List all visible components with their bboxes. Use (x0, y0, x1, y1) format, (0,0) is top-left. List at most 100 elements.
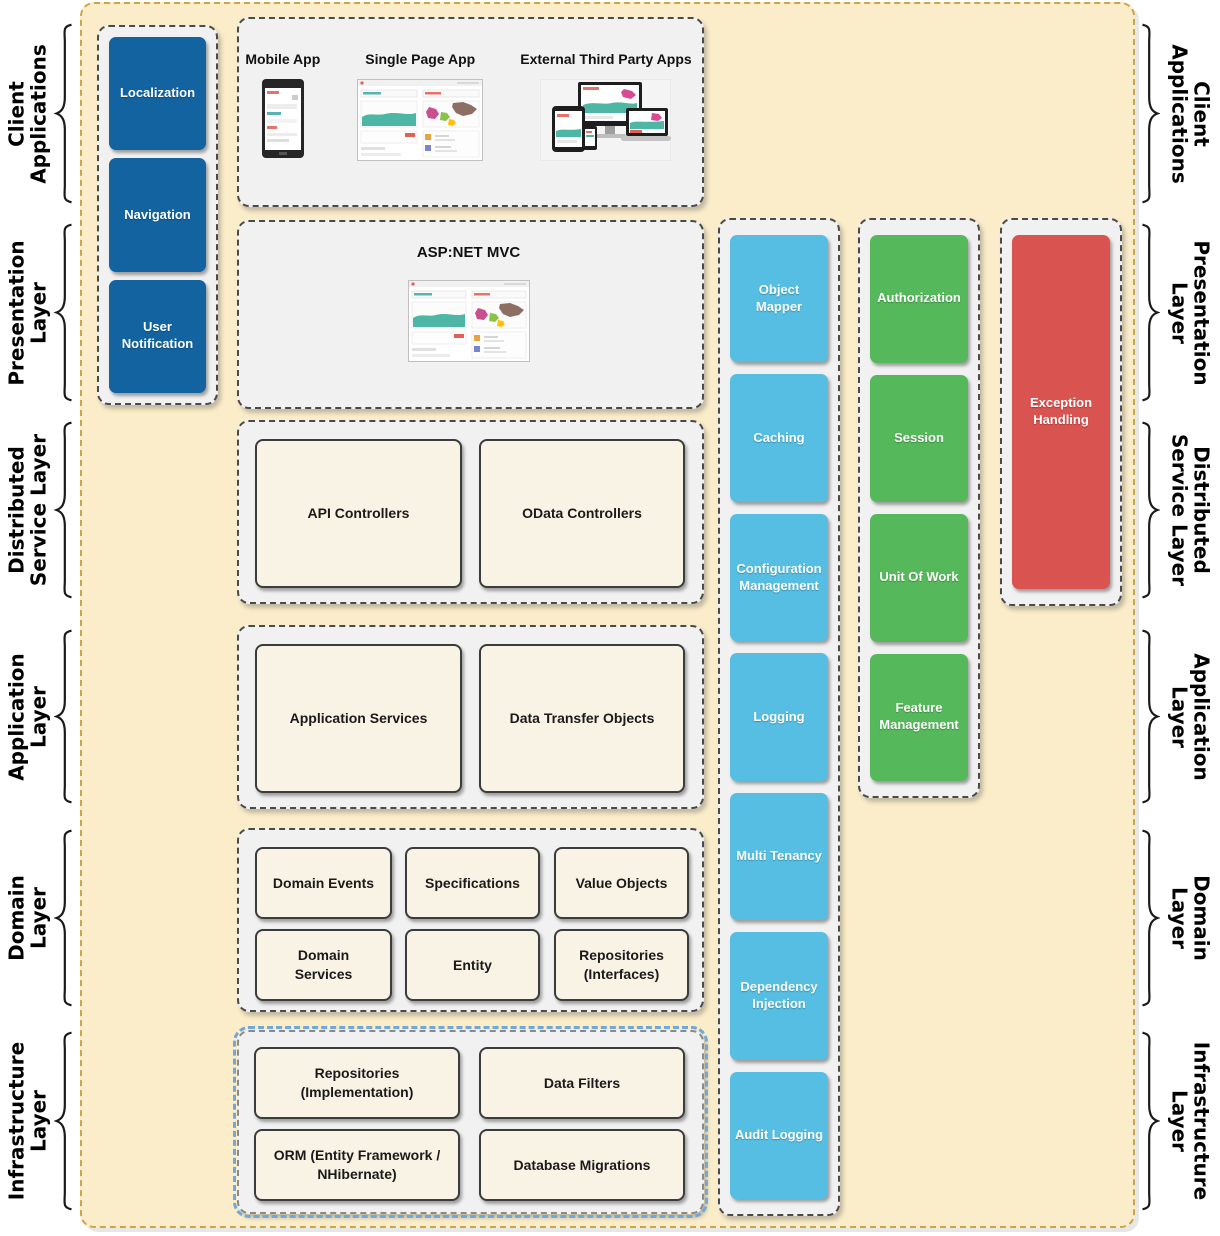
box-orm: ORM (Entity Framework / NHibernate) (254, 1129, 460, 1201)
box-caching: Caching (730, 374, 828, 502)
brace-left-infrastructure (54, 1030, 74, 1212)
domain-panel: Domain Events Specifications Value Objec… (237, 828, 704, 1012)
figure-single-page-app: Single Page App (357, 51, 484, 203)
layer-label-line: Service Layer (1167, 433, 1191, 587)
layer-label-line: Service Layer (27, 433, 51, 587)
box-odata-controllers: OData Controllers (479, 439, 685, 588)
layer-label-line: Layer (1167, 1089, 1191, 1153)
presentation-title: ASP:NET MVC (416, 244, 521, 261)
layer-label-line: Domain (1189, 875, 1214, 961)
box-label: Localization (119, 85, 196, 101)
box-label: Logging (753, 708, 805, 724)
security-panel: Authorization Session Unit Of Work Featu… (858, 218, 980, 798)
box-label: Session (894, 429, 944, 445)
infrastructure-panel: Repositories (Implementation) Data Filte… (233, 1026, 708, 1218)
cross-cutting-panel: Object Mapper Caching Configuration Mana… (718, 218, 840, 1216)
box-label: Repositories (Interfaces) (579, 947, 664, 982)
box-label: Navigation (124, 206, 191, 222)
brace-right-infrastructure (1140, 1030, 1160, 1212)
layer-label-line: Layer (27, 281, 51, 344)
layer-label-line: Layer (1167, 886, 1191, 950)
box-label: Value Objects (575, 874, 668, 891)
box-object-mapper: Object Mapper (730, 235, 828, 363)
box-data-filters: Data Filters (479, 1047, 685, 1119)
layer-label-line: Distributed (4, 446, 29, 574)
box-label: Data Transfer Objects (509, 710, 655, 727)
brace-left-domain (54, 828, 74, 1008)
devices-thumbnail (540, 79, 672, 161)
box-database-migrations: Database Migrations (479, 1129, 685, 1201)
spa-dashboard-thumbnail (357, 79, 484, 161)
layer-label-line: Client (1189, 80, 1214, 147)
box-label: Application Services (289, 710, 428, 727)
box-label: Dependency Injection (740, 978, 818, 1011)
box-data-transfer-objects: Data Transfer Objects (479, 644, 685, 793)
aspnet-dashboard-thumbnail (408, 280, 530, 362)
layer-label-line: Domain (4, 875, 29, 961)
box-exception-handling: Exception Handling (1012, 235, 1110, 589)
box-label: Repositories (Implementation) (300, 1065, 414, 1100)
brace-right-application (1140, 628, 1160, 805)
client-applications-figures: Mobile App Single Page App (237, 17, 700, 203)
box-audit-logging: Audit Logging (730, 1071, 828, 1199)
layer-label-line: Layer (1167, 281, 1191, 344)
application-panel: Application Services Data Transfer Objec… (237, 625, 704, 809)
layer-label-line: Layer (27, 685, 51, 748)
box-authorization: Authorization (870, 235, 968, 363)
box-label: Exception Handling (1029, 395, 1093, 427)
layer-label-line: Applications (27, 43, 51, 184)
brace-right-domain (1140, 828, 1160, 1008)
box-repositories-interfaces: Repositories (Interfaces) (554, 929, 689, 1001)
figure-caption: Single Page App (365, 51, 476, 67)
brace-right-presentation (1140, 222, 1160, 403)
box-label: API Controllers (307, 505, 410, 522)
box-entity: Entity (405, 929, 540, 1001)
box-label: Caching (753, 429, 805, 445)
ui-services-panel: Localization Navigation User Notificatio… (97, 25, 218, 405)
layer-label-line: Presentation (1189, 239, 1214, 386)
box-application-services: Application Services (255, 644, 462, 793)
brace-right-distributed-service (1140, 420, 1160, 600)
layer-label-line: Applications (1167, 43, 1191, 184)
layer-label-line: Application (1189, 652, 1214, 781)
layer-label-line: Distributed (1189, 446, 1214, 574)
mobile-app-thumbnail (261, 79, 304, 158)
layer-label-line: Infrastructure (4, 1041, 29, 1201)
box-label: Domain Services (294, 947, 353, 982)
box-label: Database Migrations (513, 1156, 651, 1173)
figure-caption: External Third Party Apps (520, 51, 692, 67)
distributed-service-panel: API Controllers OData Controllers (237, 420, 704, 604)
brace-left-client-applications (54, 22, 74, 205)
box-label: Unit Of Work (879, 569, 959, 585)
figure-mobile-app: Mobile App (245, 51, 320, 203)
brace-left-application (54, 628, 74, 805)
box-value-objects: Value Objects (554, 847, 689, 919)
box-logging: Logging (730, 653, 828, 781)
layer-label-line: Client (4, 80, 29, 147)
layer-label-line: Infrastructure (1189, 1041, 1214, 1201)
box-multi-tenancy: Multi Tenancy (730, 792, 828, 921)
brace-right-client-applications (1140, 22, 1160, 205)
exception-panel: Exception Handling (1000, 218, 1122, 606)
box-label: ORM (Entity Framework / NHibernate) (273, 1147, 441, 1182)
box-domain-services: Domain Services (255, 929, 392, 1001)
box-configuration-management: Configuration Management (730, 513, 828, 642)
box-session: Session (870, 374, 968, 502)
layer-label-line: Layer (27, 886, 51, 950)
box-label: Domain Events (272, 874, 375, 891)
box-repositories-implementation: Repositories (Implementation) (254, 1047, 460, 1119)
box-label: Feature Management (879, 700, 959, 733)
box-user-notification: User Notification (109, 279, 206, 393)
box-domain-events: Domain Events (255, 847, 392, 919)
